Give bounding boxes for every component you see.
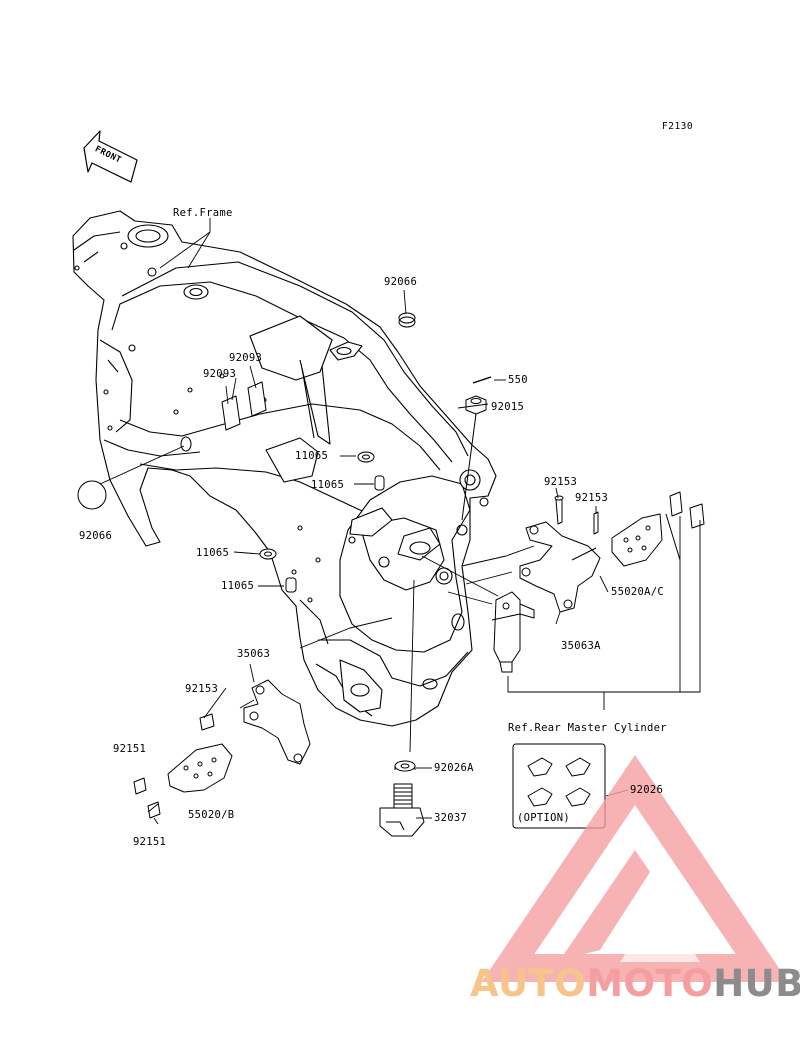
label-11065-c: 11065 [196, 547, 230, 559]
nut-92015 [461, 376, 492, 521]
label-92093-a: 92093 [229, 352, 263, 364]
label-550: 550 [508, 374, 528, 386]
bolts-92151 [133, 713, 215, 819]
plate-55020ac [611, 513, 663, 567]
label-92153-b: 92153 [575, 492, 609, 504]
front-arrow-icon [83, 130, 138, 183]
label-92153-a: 92153 [544, 476, 578, 488]
label-92026: 92026 [630, 784, 664, 796]
bolts-92153-right [554, 491, 705, 561]
label-92153-c: 92153 [185, 683, 219, 695]
label-32037: 32037 [434, 812, 468, 824]
diagram-code: F2130 [662, 121, 694, 132]
label-35063a: 35063A [561, 640, 601, 652]
label-92015: 92015 [491, 401, 525, 413]
washer-92026a [394, 760, 416, 772]
watermark-moto: MOTO [586, 962, 714, 1005]
label-92093-b: 92093 [203, 368, 237, 380]
watermark-hub: HUB [713, 962, 800, 1005]
label-35063: 35063 [237, 648, 271, 660]
label-ref-rear-master-cylinder: Ref.Rear Master Cylinder [508, 722, 667, 734]
label-92151-b: 92151 [133, 836, 167, 848]
adjuster-32037 [379, 783, 425, 837]
label-11065-b: 11065 [311, 479, 345, 491]
label-11065-a: 11065 [295, 450, 329, 462]
decal-92093 [221, 381, 267, 431]
main-frame [72, 210, 497, 727]
label-92151-a: 92151 [113, 743, 147, 755]
label-92066-top: 92066 [384, 276, 418, 288]
label-92026a: 92026A [434, 762, 474, 774]
option-box [512, 743, 606, 829]
watermark-auto: AUTO [470, 962, 587, 1005]
label-55020ac: 55020A/C [611, 586, 664, 598]
label-92066-left: 92066 [79, 530, 113, 542]
label-11065-d: 11065 [221, 580, 255, 592]
label-55020b: 55020/B [188, 809, 235, 821]
bracket-35063 [243, 679, 311, 765]
watermark-text: AUTOMOTOHUB [470, 964, 800, 1004]
label-ref-frame: Ref.Frame [173, 207, 233, 219]
master-cylinder [491, 591, 535, 673]
cap-92066 [77, 312, 416, 510]
label-option: (OPTION) [517, 812, 570, 824]
plate-55020b [167, 743, 233, 793]
